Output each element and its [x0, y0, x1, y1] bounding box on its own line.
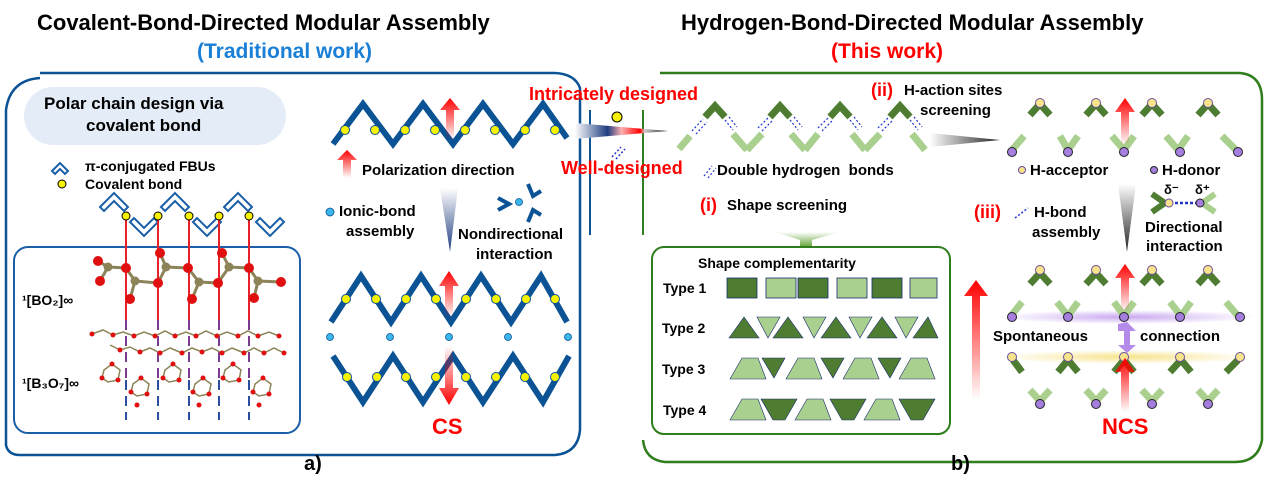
ncs-donor-dots	[1007, 312, 1245, 409]
cs-arrow-up	[439, 271, 459, 318]
step-iii-label-1: H-bond	[1034, 204, 1087, 221]
caption-b: b)	[951, 453, 970, 475]
shape-screening-funnel	[775, 232, 840, 248]
acceptor-legend-dot	[1018, 166, 1026, 174]
connection-label: connection	[1140, 328, 1221, 345]
h-acceptor-dots	[1035, 98, 1213, 108]
step-i-label: Shape screening	[727, 197, 848, 214]
step-ii-label-2: screening	[920, 102, 991, 119]
type-1-label: Type 1	[663, 280, 707, 296]
transition-yellow-dot	[611, 111, 623, 123]
donor-legend-dot	[1150, 166, 1158, 174]
double-hbond-label: Double hydrogen bonds	[717, 162, 894, 179]
well-designed-label: Well-designed	[561, 158, 683, 178]
polarization-legend-arrow	[337, 150, 357, 178]
formula-bo2: ¹[BO₂]∞	[22, 292, 74, 308]
intricately-label: Intricately designed	[529, 84, 699, 104]
shape-complementarity-box	[651, 246, 951, 435]
cs-arrow-down	[439, 346, 459, 405]
ncs-label: NCS	[1102, 414, 1149, 439]
panel-a-title: Covalent-Bond-Directed Modular Assembly	[37, 10, 490, 35]
b3o7-chain-model	[89, 329, 287, 408]
pill-background	[24, 87, 286, 145]
delta-minus: δ⁻	[1164, 182, 1179, 197]
covalent-bond-dots	[121, 211, 254, 221]
ionic-legend-dot	[325, 207, 335, 217]
bo2-chain-model	[93, 248, 286, 304]
panel-b-frame	[641, 71, 1264, 464]
screening-arrow	[930, 133, 1000, 147]
ionic-dots	[326, 333, 572, 341]
ion-dot	[515, 198, 523, 206]
ionic-label-1: Ionic-bond	[339, 203, 416, 220]
nondirectional-label-2: interaction	[476, 246, 553, 263]
nondirectional-label-1: Nondirectional	[458, 226, 564, 243]
ncs-arrow-lower	[1115, 358, 1135, 412]
spontaneous-connection-arrow	[1118, 322, 1136, 353]
cs-chain-upper	[328, 270, 570, 328]
panel-a-frame	[4, 71, 582, 457]
spontaneous-label: Spontaneous	[993, 328, 1089, 345]
ncs-polarization-arrow	[964, 280, 988, 400]
directional-interaction-icon	[1150, 191, 1217, 215]
pill-text-line1: Polar chain design via	[44, 94, 224, 113]
h-acceptor-label: H-acceptor	[1030, 162, 1109, 179]
ncs-acceptor-dots	[1007, 265, 1245, 362]
caption-a: a)	[304, 453, 322, 475]
directional-label-1: Directional	[1145, 219, 1223, 236]
type-3-shapes	[729, 357, 936, 380]
shape-complementarity-title: Shape complementarity	[698, 255, 856, 271]
delta-plus: δ⁺	[1195, 182, 1210, 197]
legend-fbu-label: π-conjugated FBUs	[85, 158, 216, 174]
panel-a-subtitle: (Traditional work)	[197, 40, 373, 63]
covalent-legend-dot	[57, 179, 67, 189]
legend-covalent-label: Covalent bond	[85, 176, 183, 192]
step-iii-label-2: assembly	[1032, 224, 1101, 241]
hbond-chain-screening	[676, 100, 928, 153]
ionic-label-2: assembly	[346, 223, 415, 240]
directional-label-2: interaction	[1146, 238, 1223, 255]
polar-chain-top	[330, 98, 570, 149]
assembly-down-arrow	[440, 188, 458, 252]
ncs-arrow-up	[1115, 264, 1135, 312]
type-2-label: Type 2	[662, 320, 706, 336]
step-iii-number: (iii)	[974, 202, 1001, 222]
polar-fbu-chain	[98, 191, 286, 238]
double-hbond-legend-icon	[703, 165, 717, 179]
nondirectional-icon	[497, 183, 543, 223]
type-1-shapes	[726, 277, 938, 299]
type-4-shapes	[729, 398, 936, 421]
type-3-label: Type 3	[662, 361, 706, 377]
step-i-number: (i)	[700, 195, 717, 215]
transition-arrow	[575, 123, 668, 139]
h-donor-dots	[1007, 147, 1243, 157]
formula-b3o7: ¹[B₃O₇]∞	[22, 375, 80, 391]
polarization-arrow-top	[440, 98, 460, 140]
fbu-legend-icon	[50, 161, 70, 176]
polarization-label: Polarization direction	[362, 162, 515, 179]
h-donor-label: H-donor	[1162, 162, 1221, 179]
polarization-arrow-hsite	[1115, 98, 1135, 145]
assembly-arrow	[1118, 184, 1136, 252]
panel-b-title: Hydrogen-Bond-Directed Modular Assembly	[681, 10, 1144, 35]
hbond-legend-icon	[1014, 207, 1029, 219]
pill-text-line2: covalent bond	[86, 116, 202, 135]
type-2-shapes	[728, 316, 939, 339]
type-4-label: Type 4	[663, 402, 707, 418]
panel-b-subtitle: (This work)	[831, 40, 944, 63]
step-ii-number: (ii)	[871, 80, 893, 100]
step-ii-label-1: H-action sites	[904, 82, 1003, 99]
cs-label: CS	[432, 414, 463, 439]
